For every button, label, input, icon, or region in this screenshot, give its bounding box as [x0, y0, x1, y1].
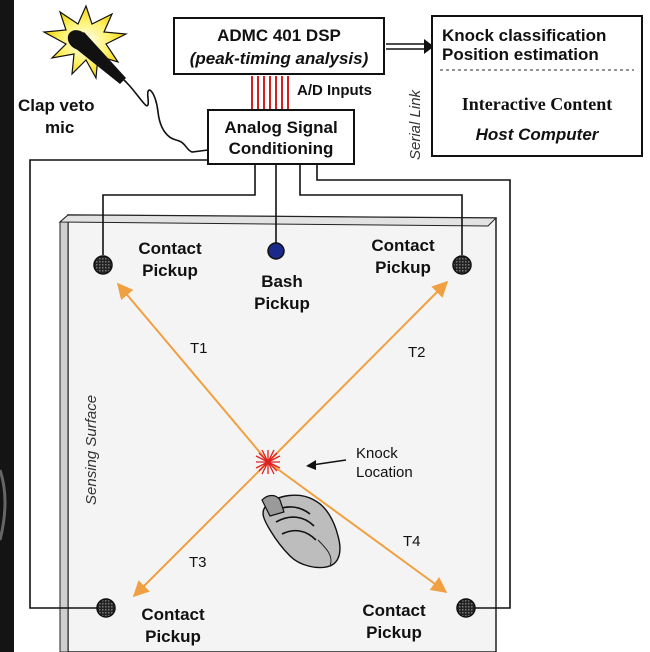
contact-pickup-top-left	[93, 255, 113, 275]
wire-clap-mic	[123, 79, 209, 153]
wire-bottom-left-pickup	[29, 159, 208, 609]
host-line1: Knock classification	[442, 26, 606, 45]
contact-pickup-top-right	[452, 255, 472, 275]
t4-label: T4	[403, 533, 421, 550]
dsp-title: ADMC 401 DSP	[217, 26, 341, 45]
dark-left-edge	[0, 0, 14, 652]
timing-arrows	[116, 280, 449, 598]
pickup-br-line2: Pickup	[366, 623, 422, 642]
knocking-hand-icon	[261, 494, 341, 569]
wiring	[29, 79, 511, 609]
pickup-tl-line1: Contact	[138, 239, 202, 258]
clap-mic-label-line1: Clap veto	[18, 96, 95, 115]
knock-label-line2: Location	[356, 464, 413, 481]
bash-line1: Bash	[261, 272, 303, 291]
pickup-tr-line1: Contact	[371, 236, 435, 255]
analog-conditioning-box: Analog Signal Conditioning	[207, 109, 355, 165]
clap-veto-mic	[41, 4, 129, 84]
serial-link-arrow	[386, 39, 434, 54]
sensing-surface-label: Sensing Surface	[83, 395, 100, 505]
knock-burst-icon	[255, 449, 281, 475]
t2-label: T2	[408, 344, 426, 361]
wire-top-left-pickup	[102, 164, 256, 255]
arrow-t2	[267, 280, 449, 463]
bash-line2: Pickup	[254, 294, 310, 313]
dsp-subtitle: (peak-timing analysis)	[190, 49, 369, 68]
ad-inputs-label: A/D Inputs	[297, 82, 372, 99]
wire-bottom-right-pickup	[316, 164, 511, 609]
wire-top-right-pickup	[299, 164, 463, 255]
clap-mic-label-line2: mic	[45, 118, 74, 137]
dsp-box: ADMC 401 DSP (peak-timing analysis)	[173, 17, 385, 75]
arrow-t4	[267, 461, 448, 593]
pickup-bl-line2: Pickup	[145, 627, 201, 646]
edge-highlight	[0, 469, 7, 541]
arrow-t3	[132, 461, 269, 598]
knock-pointer-arrow	[306, 459, 347, 470]
serial-link-label: Serial Link	[407, 88, 424, 160]
ad-input-wires	[251, 76, 289, 110]
sensing-surface-panel	[58, 213, 498, 652]
host-line4: Host Computer	[476, 125, 600, 144]
t1-label: T1	[190, 340, 208, 357]
pickup-bl-line1: Contact	[141, 605, 205, 624]
host-computer-box: Knock classification Position estimation…	[431, 15, 643, 157]
pickup-br-line1: Contact	[362, 601, 426, 620]
host-line2: Position estimation	[442, 45, 599, 64]
contact-pickup-bottom-left	[96, 598, 116, 618]
pickup-tl-line2: Pickup	[142, 261, 198, 280]
host-line3: Interactive Content	[462, 94, 612, 114]
bash-pickup	[267, 242, 285, 260]
t3-label: T3	[189, 554, 207, 571]
analog-label-line2: Conditioning	[229, 139, 334, 158]
analog-label-line1: Analog Signal	[224, 118, 337, 137]
arrow-t1	[116, 282, 269, 463]
pickup-tr-line2: Pickup	[375, 258, 431, 277]
contact-pickup-bottom-right	[456, 598, 476, 618]
knock-label-line1: Knock	[356, 445, 398, 462]
